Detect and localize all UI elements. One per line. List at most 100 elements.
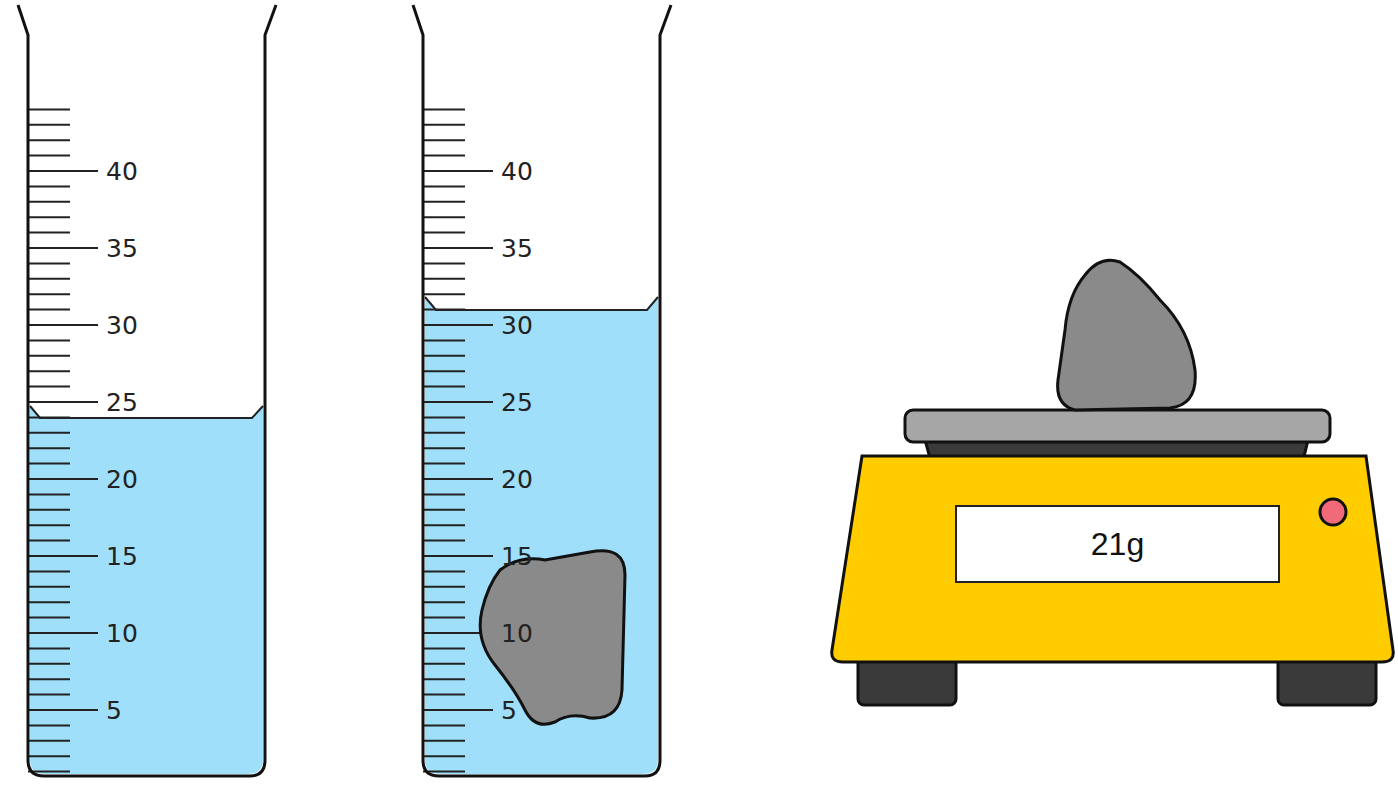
scale-number: 40 <box>501 159 533 184</box>
tick <box>423 755 465 757</box>
tick <box>28 570 70 572</box>
tick <box>423 324 493 326</box>
tick <box>28 324 98 326</box>
scale-number: 15 <box>501 544 533 569</box>
tick <box>28 493 70 495</box>
tick <box>423 139 465 141</box>
scale-number: 30 <box>501 313 533 338</box>
tick <box>423 108 465 110</box>
tick <box>28 540 70 542</box>
scale-number: 20 <box>501 467 533 492</box>
tick <box>423 278 465 280</box>
water <box>30 406 263 774</box>
tick <box>28 185 70 187</box>
tick <box>28 724 70 726</box>
scale-number: 40 <box>106 159 138 184</box>
tick <box>423 478 493 480</box>
tick <box>423 524 465 526</box>
tick <box>423 355 465 357</box>
tick <box>423 694 465 696</box>
tick <box>423 586 465 588</box>
tick <box>28 447 70 449</box>
tick <box>28 663 70 665</box>
tick <box>423 724 465 726</box>
tick <box>423 570 465 572</box>
tick <box>28 278 70 280</box>
scale-number: 15 <box>106 544 138 569</box>
tick <box>423 555 493 557</box>
tick <box>423 493 465 495</box>
tick <box>28 262 70 264</box>
tick <box>423 540 465 542</box>
balance-pan <box>905 410 1330 442</box>
tick <box>28 139 70 141</box>
tick <box>423 155 465 157</box>
meniscus <box>425 297 658 310</box>
tick <box>28 386 70 388</box>
tick <box>423 247 493 249</box>
measuring-cylinder <box>413 5 671 776</box>
tick <box>28 555 98 557</box>
tick <box>28 370 70 372</box>
tick <box>28 124 70 126</box>
scale-display: 21g <box>955 505 1280 583</box>
tick <box>423 463 465 465</box>
tick <box>28 740 70 742</box>
tick <box>423 678 465 680</box>
tick <box>423 647 465 649</box>
meniscus <box>30 406 263 418</box>
tick <box>28 617 70 619</box>
scale-number: 25 <box>106 390 138 415</box>
tick <box>28 478 98 480</box>
tick <box>423 185 465 187</box>
tick <box>423 293 465 295</box>
tick <box>28 201 70 203</box>
tick <box>423 432 465 434</box>
tick <box>28 401 98 403</box>
tick <box>423 740 465 742</box>
scale-number: 5 <box>501 698 517 723</box>
scale-number: 30 <box>106 313 138 338</box>
tick <box>423 262 465 264</box>
tick <box>423 386 465 388</box>
tick <box>28 678 70 680</box>
tick <box>28 586 70 588</box>
scale-number: 35 <box>106 236 138 261</box>
tick <box>423 601 465 603</box>
tick <box>423 170 493 172</box>
tick <box>423 709 493 711</box>
tick <box>423 339 465 341</box>
tick <box>28 355 70 357</box>
tick <box>28 632 98 634</box>
tick <box>28 601 70 603</box>
tick <box>28 108 70 110</box>
display-reading: 21g <box>1091 526 1144 563</box>
tick <box>28 647 70 649</box>
tick <box>28 232 70 234</box>
rock <box>1058 260 1196 410</box>
tick <box>423 663 465 665</box>
tick <box>28 509 70 511</box>
balance-body <box>832 456 1394 662</box>
tick <box>28 339 70 341</box>
tick <box>423 370 465 372</box>
tick <box>28 293 70 295</box>
rock <box>480 551 625 725</box>
tick <box>28 524 70 526</box>
tick <box>28 155 70 157</box>
scale-number: 5 <box>106 698 122 723</box>
tick <box>423 617 465 619</box>
tick <box>28 309 70 311</box>
tick <box>423 447 465 449</box>
tick <box>423 416 465 418</box>
tick <box>28 247 98 249</box>
tick <box>28 463 70 465</box>
tick <box>28 694 70 696</box>
scale-number: 35 <box>501 236 533 261</box>
tick <box>28 170 98 172</box>
scale-number: 10 <box>501 621 533 646</box>
scale-number: 25 <box>501 390 533 415</box>
tick <box>28 709 98 711</box>
